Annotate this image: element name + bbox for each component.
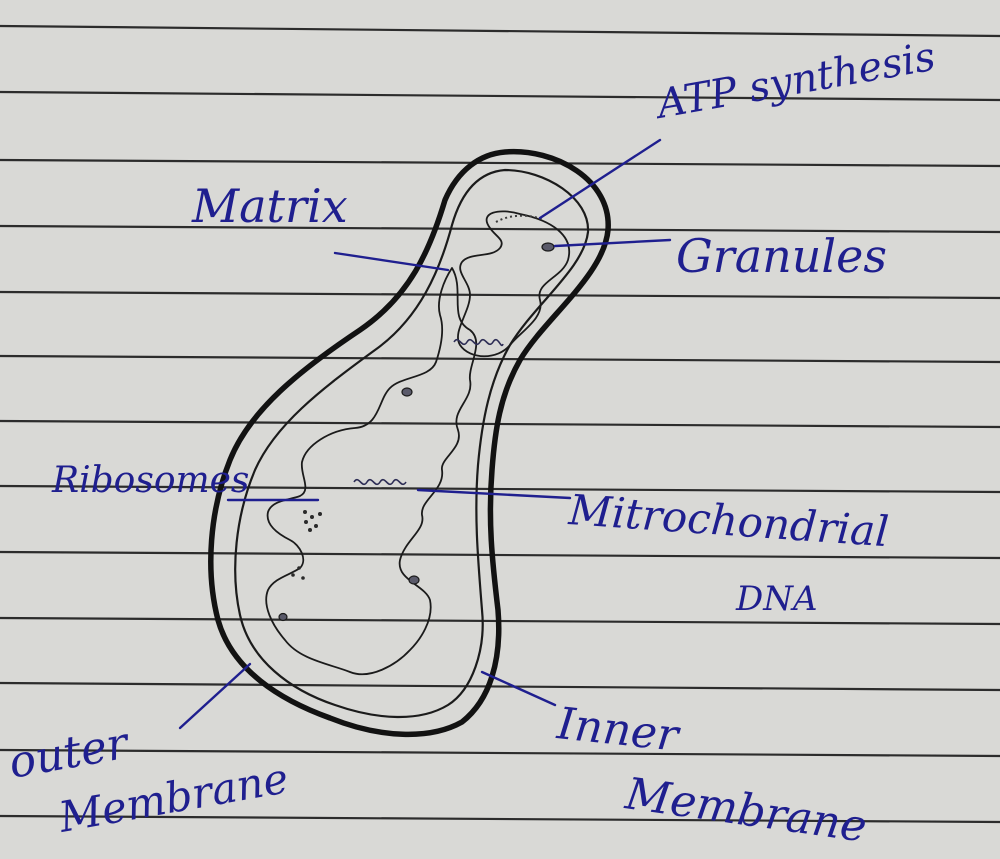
label-matrix: Matrix — [191, 179, 348, 233]
label-dna: DNA — [735, 579, 818, 619]
label-ribosomes: Ribosomes — [51, 460, 249, 501]
label-granules: Granules — [676, 229, 887, 283]
